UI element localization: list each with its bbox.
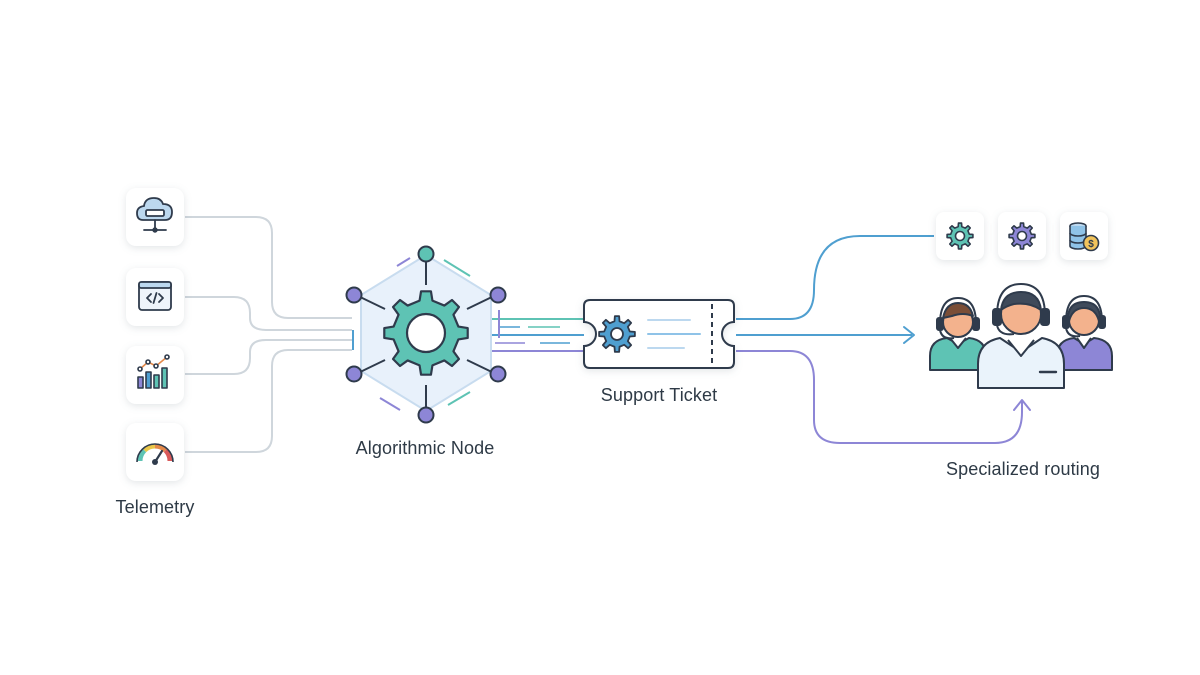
- gauge-icon: [136, 443, 174, 465]
- code-window-icon: [138, 281, 172, 311]
- ticket-text-lines: [647, 319, 701, 349]
- cloud-server-icon: [136, 197, 173, 233]
- ticket-gear-hole: [610, 327, 624, 341]
- support-agent-center: [977, 283, 1065, 389]
- node-ticket-connectors: [484, 318, 584, 352]
- teal-gear-icon: [946, 222, 974, 250]
- algorithmic-node-label: Algorithmic Node: [355, 438, 495, 458]
- purple-gear-icon: [1008, 222, 1036, 250]
- node-endpoints: [345, 245, 507, 424]
- telemetry-card-chart: [126, 346, 184, 404]
- gear-icon: [383, 290, 469, 376]
- tool-gear-2-hole: [1016, 230, 1028, 242]
- telemetry-label: Telemetry: [115, 497, 195, 517]
- telemetry-connectors: [185, 216, 352, 453]
- node-hex-accents: [352, 257, 500, 411]
- tool-card-teal-gear: [936, 212, 984, 260]
- tool-gear-1-hole: [954, 230, 966, 242]
- bar-chart-icon: [137, 354, 170, 389]
- database-coin-icon: $: [1069, 222, 1100, 252]
- support-ticket-label: Support Ticket: [600, 385, 718, 405]
- specialized-routing-label: Specialized routing: [946, 459, 1100, 479]
- algorithmic-node: [345, 245, 507, 424]
- telemetry-card-cloud: [126, 188, 184, 246]
- support-agent-right: [1056, 295, 1113, 371]
- svg-text:$: $: [1088, 239, 1094, 250]
- big-gear-hole: [405, 312, 447, 354]
- support-agents: [929, 283, 1113, 389]
- tool-card-database: $: [1060, 212, 1108, 260]
- telemetry-card-code: [126, 268, 184, 326]
- tool-card-purple-gear: [998, 212, 1046, 260]
- ticket-gear-icon: [598, 315, 636, 353]
- telemetry-card-gauge: [126, 423, 184, 481]
- ticket-routing-connectors: [736, 235, 1031, 444]
- support-ticket: [583, 299, 735, 369]
